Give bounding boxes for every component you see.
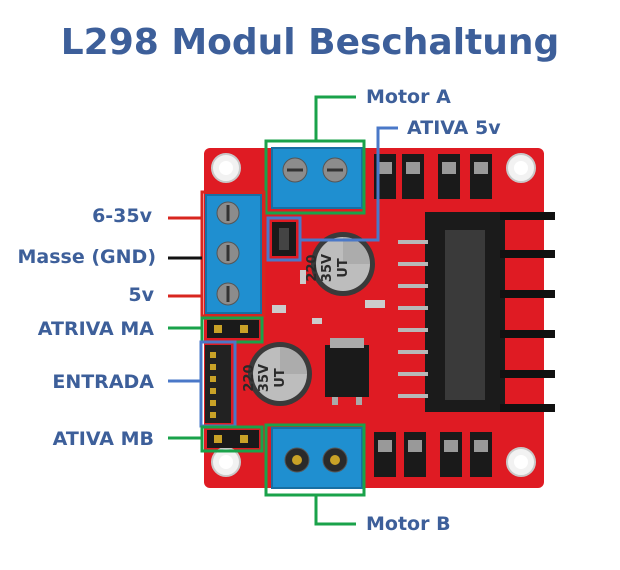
mounting-holes <box>211 153 536 477</box>
capacitor-2 <box>248 342 312 406</box>
label-motor-a: Motor A <box>366 86 451 108</box>
capacitor-2-label-voltage: 35V <box>257 364 272 392</box>
page-title: L298 Modul Beschaltung <box>60 22 560 63</box>
label-ativa-mb: ATIVA MB <box>52 428 154 450</box>
capacitor-2-label-brand: UT <box>273 368 288 388</box>
label-5v: 5v <box>128 284 154 306</box>
smd-components <box>272 270 385 324</box>
regulator <box>325 338 369 405</box>
header-ativa-ma <box>207 320 259 338</box>
ic-pins <box>398 240 428 398</box>
header-ativa-mb <box>207 430 259 448</box>
label-motor-b: Motor B <box>366 513 451 535</box>
terminal-motor-a <box>271 147 363 209</box>
label-entrada: ENTRADA <box>52 371 154 393</box>
capacitor-2-label-value: 220 <box>242 364 257 391</box>
heatsink-ic <box>425 212 555 412</box>
label-ativa-5v: ATIVA 5v <box>407 117 501 139</box>
label-atriva-ma: ATRIVA MA <box>37 318 154 340</box>
capacitor-1 <box>311 232 375 296</box>
terminal-motor-b <box>271 427 363 489</box>
header-entrada <box>205 345 231 423</box>
leader-motor-a <box>314 95 356 141</box>
terminal-power <box>205 194 262 314</box>
leader-ativa-5v <box>300 126 398 242</box>
capacitor-1-label-brand: UT <box>336 258 351 278</box>
capacitor-1-label-value: 220 <box>305 254 320 281</box>
label-6-35v: 6-35v <box>92 205 152 227</box>
leader-motor-b <box>314 495 356 526</box>
diodes-bottom <box>374 432 492 477</box>
jumper-5v <box>272 222 296 256</box>
highlight-power <box>200 190 266 318</box>
label-masse-gnd: Masse (GND) <box>17 246 156 268</box>
capacitor-1-label-voltage: 35V <box>320 254 335 282</box>
